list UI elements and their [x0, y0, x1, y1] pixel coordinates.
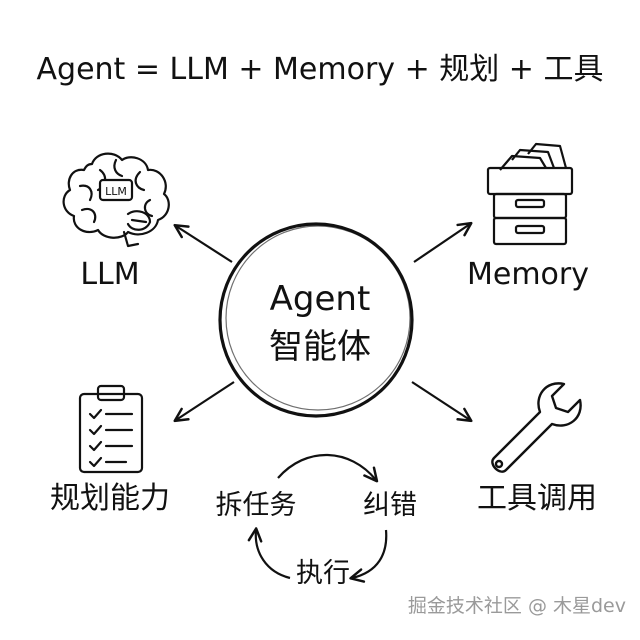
center-label-agent: Agent	[269, 279, 371, 319]
cycle-label-execute: 执行	[296, 558, 350, 589]
arrow-to-llm	[173, 223, 233, 263]
node-label-planning: 规划能力	[50, 481, 170, 516]
cycle-label-split-task: 拆任务	[215, 490, 297, 521]
wrench-icon	[491, 382, 582, 473]
file-cabinet-icon	[486, 142, 574, 246]
arrow-to-memory	[413, 221, 473, 263]
agent-circle	[218, 222, 414, 418]
watermark: 掘金技术社区 @ 木星dev	[407, 595, 626, 617]
clipboard-checklist-icon	[78, 384, 144, 474]
brain-icon-badge: LLM	[105, 185, 127, 198]
center-label-cn: 智能体	[269, 327, 371, 367]
brain-icon	[62, 152, 170, 248]
cycle-arrow-correct-to-exec	[349, 529, 388, 583]
formula-title: Agent = LLM + Memory + 规划 + 工具	[36, 52, 604, 87]
node-label-memory: Memory	[466, 257, 589, 292]
node-label-llm: LLM	[80, 257, 140, 292]
agent-circle-sketch	[225, 225, 411, 411]
node-label-tools: 工具调用	[477, 481, 597, 516]
cycle-arrow-exec-to-split	[247, 527, 291, 580]
arrow-to-tools	[411, 381, 473, 423]
cycle-label-correct: 纠错	[363, 490, 417, 521]
cycle-arrow-split-to-correct	[277, 453, 379, 483]
arrow-to-planning	[173, 381, 235, 423]
